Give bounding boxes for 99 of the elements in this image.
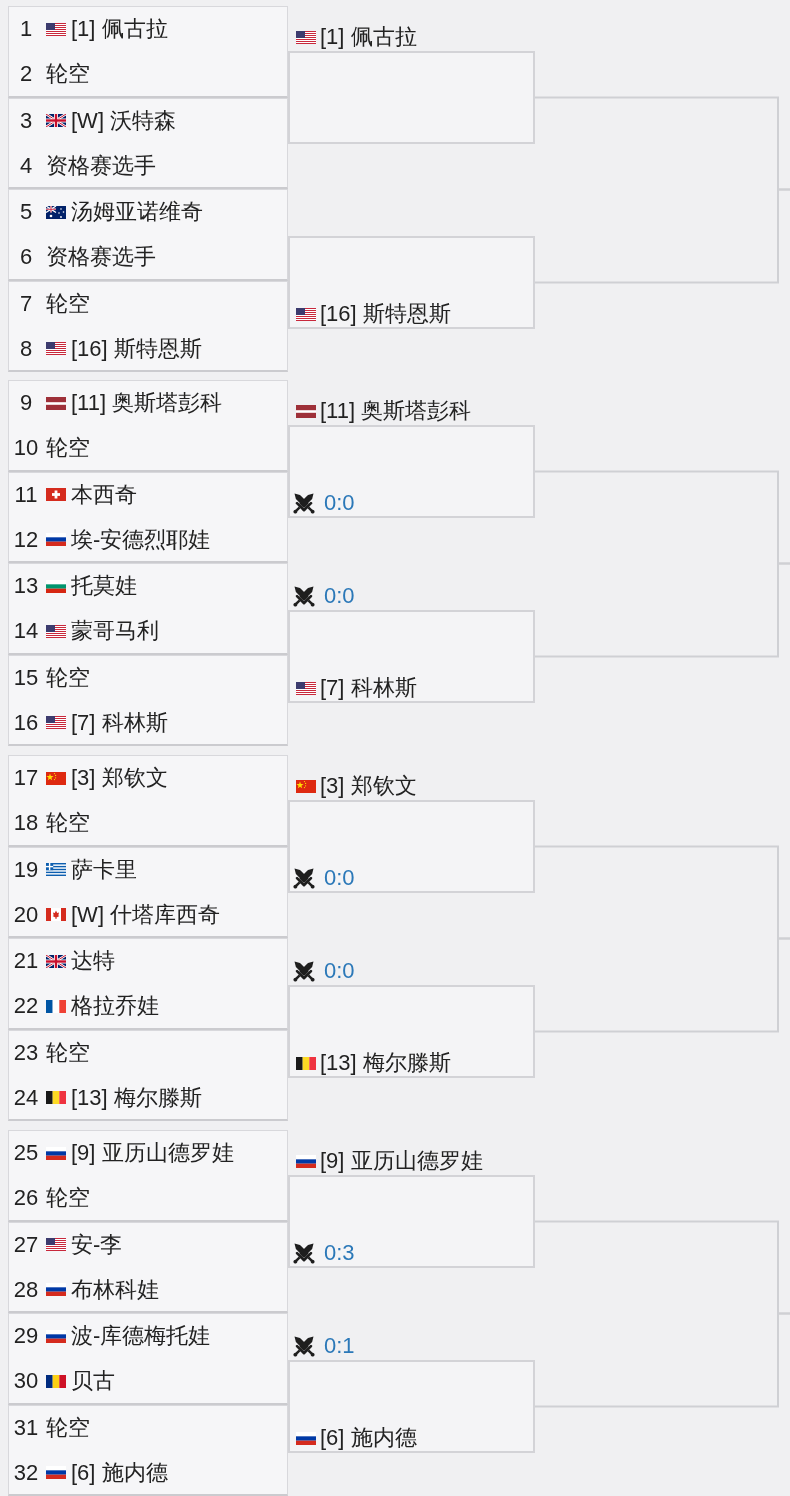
draw-number: 13 — [12, 572, 40, 600]
player-name: [6] 施内德 — [71, 1458, 168, 1487]
player-name: [11] 奥斯塔彭科 — [71, 389, 223, 417]
player-name: [16] 斯特恩斯 — [71, 334, 202, 363]
player-name: 格拉乔娃 — [71, 992, 159, 1020]
player-name: 托莫娃 — [71, 572, 137, 600]
match-card — [8, 1221, 288, 1313]
player-name: [7] 科林斯 — [71, 708, 168, 737]
player-name: 汤姆亚诺维奇 — [71, 198, 203, 226]
player-name: 贝古 — [71, 1367, 115, 1395]
player-name: 资格赛选手 — [46, 151, 156, 180]
draw-number: 29 — [12, 1322, 40, 1350]
draw-number: 24 — [12, 1083, 40, 1112]
match-card — [8, 97, 288, 189]
player-name: 轮空 — [46, 663, 90, 692]
draw-number: 6 — [18, 243, 34, 271]
draw-number: 2 — [18, 60, 34, 88]
match-card — [8, 6, 288, 98]
draw-number: 30 — [12, 1367, 40, 1395]
player-name: [6] 施内德 — [320, 1424, 417, 1452]
match-score: 0:0 — [324, 864, 355, 892]
bracket-line — [534, 562, 790, 658]
player-name: 安-李 — [71, 1230, 123, 1259]
player-name: [W] 什塔库西奇 — [71, 900, 221, 929]
draw-number: 14 — [12, 617, 40, 645]
match-card — [8, 755, 288, 847]
match-card — [8, 1130, 288, 1222]
match-score: 0:0 — [324, 957, 355, 985]
player-name: 资格赛选手 — [46, 243, 156, 271]
player-name: [13] 梅尔滕斯 — [71, 1083, 202, 1112]
match-card — [8, 471, 288, 563]
player-name: [16] 斯特恩斯 — [320, 300, 451, 328]
match-score: 0:3 — [324, 1239, 355, 1267]
draw-number: 1 — [18, 15, 34, 43]
player-name: [3] 郑钦文 — [320, 772, 417, 800]
player-name: [9] 亚历山德罗娃 — [71, 1139, 234, 1167]
draw-number: 28 — [12, 1275, 40, 1304]
player-name: 轮空 — [46, 434, 90, 462]
player-name: 布林科娃 — [71, 1275, 159, 1304]
player-name: [11] 奥斯塔彭科 — [320, 397, 472, 425]
draw-number: 19 — [12, 855, 40, 884]
match-score: 0:0 — [324, 582, 355, 610]
draw-number: 25 — [12, 1139, 40, 1167]
bracket-line — [534, 188, 790, 284]
draw-number: 3 — [18, 106, 34, 135]
match-card — [8, 563, 288, 655]
draw-number: 11 — [13, 480, 39, 509]
draw-number: 15 — [12, 663, 40, 692]
draw-number: 23 — [12, 1038, 40, 1067]
match-score: 0:0 — [324, 489, 355, 517]
draw-number: 4 — [18, 151, 34, 180]
match-score: 0:1 — [324, 1332, 355, 1360]
bracket-line — [534, 1312, 790, 1408]
draw-number: 12 — [12, 525, 40, 554]
match-card — [8, 1029, 288, 1121]
player-name: [1] 佩古拉 — [320, 23, 417, 51]
match-card — [8, 938, 288, 1030]
match-card — [8, 846, 288, 938]
match-card — [8, 1404, 288, 1496]
player-name: 轮空 — [46, 60, 90, 88]
player-name: [W] 沃特森 — [71, 106, 177, 135]
draw-number: 27 — [12, 1230, 40, 1259]
player-name: 轮空 — [46, 289, 90, 318]
match-card — [8, 280, 288, 372]
draw-number: 8 — [18, 334, 34, 363]
draw-number: 17 — [12, 764, 40, 792]
draw-number: 20 — [12, 900, 40, 929]
draw-number: 31 — [12, 1413, 40, 1442]
player-name: 波-库德梅托娃 — [71, 1322, 211, 1350]
player-name: [1] 佩古拉 — [71, 15, 168, 43]
draw-number: 22 — [12, 992, 40, 1020]
draw-number: 10 — [12, 434, 40, 462]
draw-number: 26 — [12, 1184, 40, 1212]
player-name: 轮空 — [46, 809, 90, 837]
player-name: [13] 梅尔滕斯 — [320, 1049, 451, 1077]
player-name: 轮空 — [46, 1184, 90, 1212]
draw-number: 18 — [12, 809, 40, 837]
player-name: [9] 亚历山德罗娃 — [320, 1147, 483, 1175]
match-card — [8, 1313, 288, 1405]
bracket-line — [534, 937, 790, 1033]
player-name: 埃-安德烈耶娃 — [71, 525, 211, 554]
player-name: 轮空 — [46, 1038, 90, 1067]
match-card — [8, 654, 288, 746]
player-name: 蒙哥马利 — [71, 617, 159, 645]
player-name: 达特 — [71, 947, 115, 975]
player-name: [7] 科林斯 — [320, 674, 417, 702]
match-card — [8, 189, 288, 281]
draw-number: 5 — [18, 198, 34, 226]
player-name: 本西奇 — [71, 480, 137, 509]
draw-number: 21 — [12, 947, 40, 975]
draw-number: 16 — [12, 708, 40, 737]
draw-number: 9 — [18, 389, 34, 417]
player-name: [3] 郑钦文 — [71, 764, 168, 792]
player-name: 萨卡里 — [71, 855, 137, 884]
draw-number: 7 — [18, 289, 34, 318]
bracket-box — [288, 236, 535, 329]
match-card — [8, 380, 288, 472]
draw-number: 32 — [12, 1458, 40, 1487]
player-name: 轮空 — [46, 1413, 90, 1442]
